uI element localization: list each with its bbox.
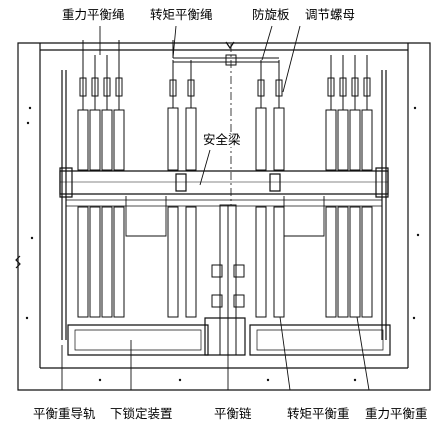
label-torque-rope: 转矩平衡绳 <box>150 7 213 22</box>
gravity-counterweight-right <box>326 55 372 317</box>
label-lower-lock-device: 下锁定装置 <box>110 406 173 421</box>
lower-center-block <box>205 318 245 355</box>
shaft-wall-outer <box>18 43 430 390</box>
lower-lock-right <box>250 325 390 355</box>
beam-clamp-right <box>270 174 280 191</box>
label-torque-counterweight: 转矩平衡重 <box>287 406 350 421</box>
label-adjusting-nut: 调节螺母 <box>305 7 356 22</box>
concrete-hatching <box>25 106 420 382</box>
gravity-counterweight-left <box>78 40 124 317</box>
label-balance-chain: 平衡链 <box>214 406 252 421</box>
label-safety-beam: 安全梁 <box>202 132 242 147</box>
safety-beam <box>60 171 388 194</box>
balance-chain <box>212 205 244 355</box>
leader-lines <box>62 26 369 390</box>
beam-clamp-left <box>176 174 186 191</box>
lower-lock-left <box>68 325 208 355</box>
break-mark-top <box>226 42 234 48</box>
label-gravity-rope: 重力平衡绳 <box>62 7 125 22</box>
label-gravity-counterweight: 重力平衡重 <box>365 406 428 421</box>
label-anti-rotation-plate: 防旋板 <box>252 7 290 22</box>
break-mark-left <box>16 256 20 268</box>
torque-counterweights <box>168 40 284 317</box>
label-counterweight-guide: 平衡重导轨 <box>33 406 96 421</box>
